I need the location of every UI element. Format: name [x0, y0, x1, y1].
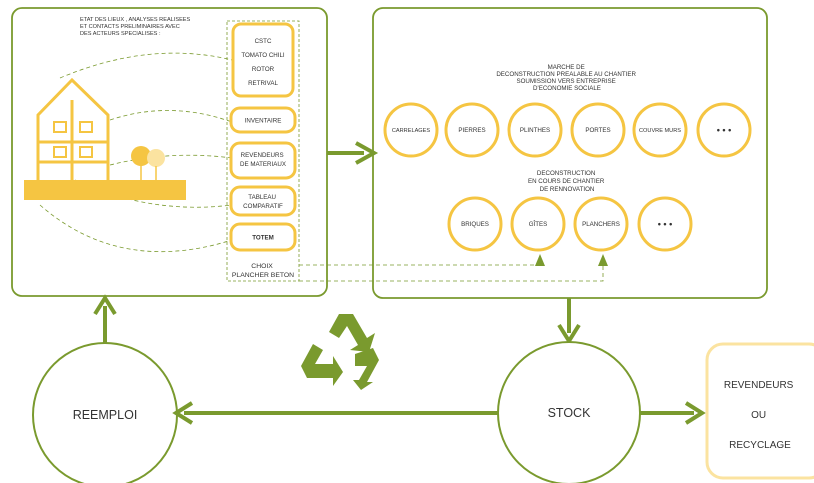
revendeurs-materiaux-label: REVENDEURS DE MATERIAUX	[240, 152, 286, 168]
item-carrelages: CARRELAGES	[392, 128, 431, 134]
item-planchers-circle	[573, 196, 629, 252]
item-more-circle	[696, 102, 752, 158]
item-more: • • •	[717, 125, 731, 135]
item-pierres-circle	[444, 102, 500, 158]
arrow-to-stock	[557, 298, 581, 345]
arrow-to-marche	[327, 141, 379, 165]
actor-retrival: RETRIVAL	[248, 80, 278, 87]
reemploi-label: REEMPLOI	[73, 408, 138, 422]
arrowhead-gites	[535, 254, 545, 266]
revendeurs-recyclage-label: REVENDEURS OU RECYCLAGE	[724, 380, 796, 451]
item-gites-circle	[510, 196, 566, 252]
item-portes: PORTES	[585, 127, 610, 134]
item-couvre-murs-circle	[632, 102, 688, 158]
steps-column	[226, 20, 300, 282]
totem-label: TOTEM	[252, 235, 274, 242]
marche-items	[383, 102, 752, 158]
inventaire-label: INVENTAIRE	[245, 118, 282, 125]
marche-title: MARCHE DE DECONSTRUCTION PREALABLE AU CH…	[496, 64, 637, 92]
item-plinthes-circle	[507, 102, 563, 158]
item-more2-circle	[637, 196, 693, 252]
intro-text: ETAT DES LIEUX , ANALYSES REALISEES ET C…	[80, 17, 192, 37]
item-plinthes: PLINTHES	[520, 127, 550, 134]
item-more2: • • •	[658, 219, 672, 229]
chantier-title: DECONSTRUCTION EN COURS DE CHANTIER DE R…	[528, 170, 606, 193]
tableau-comparatif-box	[229, 185, 297, 217]
actor-cstc: CSTC	[255, 38, 272, 45]
totem-box	[229, 222, 297, 252]
item-planchers: PLANCHERS	[582, 221, 620, 228]
actors-box	[231, 22, 295, 98]
revendeurs-recyclage-box	[705, 342, 814, 480]
item-pierres: PIERRES	[458, 127, 485, 134]
arrow-to-analysis	[93, 294, 117, 343]
item-gites: GÎTES	[529, 221, 548, 228]
actor-tomato-chili: TOMATO CHILI	[241, 52, 285, 59]
arrowhead-planchers	[598, 254, 608, 266]
revendeurs-materiaux-box	[229, 141, 297, 180]
arrow-to-revendeurs	[640, 401, 706, 425]
tableau-comparatif-label: TABLEAU COMPARATIF	[243, 194, 283, 210]
deconstruction-panel	[372, 7, 768, 299]
item-briques-circle	[447, 196, 503, 252]
connector-arcs	[39, 52, 233, 253]
item-portes-circle	[570, 102, 626, 158]
actor-rotor: ROTOR	[252, 66, 275, 73]
inventaire-box	[229, 106, 297, 134]
choix-connectors	[299, 258, 604, 282]
choix-plancher-label: CHOIX PLANCHER BETON	[232, 263, 294, 279]
house-icon	[24, 77, 186, 200]
chantier-items	[447, 196, 693, 252]
stock-label: STOCK	[548, 406, 591, 420]
item-carrelages-circle	[383, 102, 439, 158]
tree-icon	[131, 146, 165, 180]
recycle-icon	[301, 314, 379, 390]
item-couvre-murs: COUVRE MURS	[639, 128, 681, 134]
item-briques: BRIQUES	[461, 221, 489, 228]
arrow-to-reemploi	[172, 401, 498, 425]
